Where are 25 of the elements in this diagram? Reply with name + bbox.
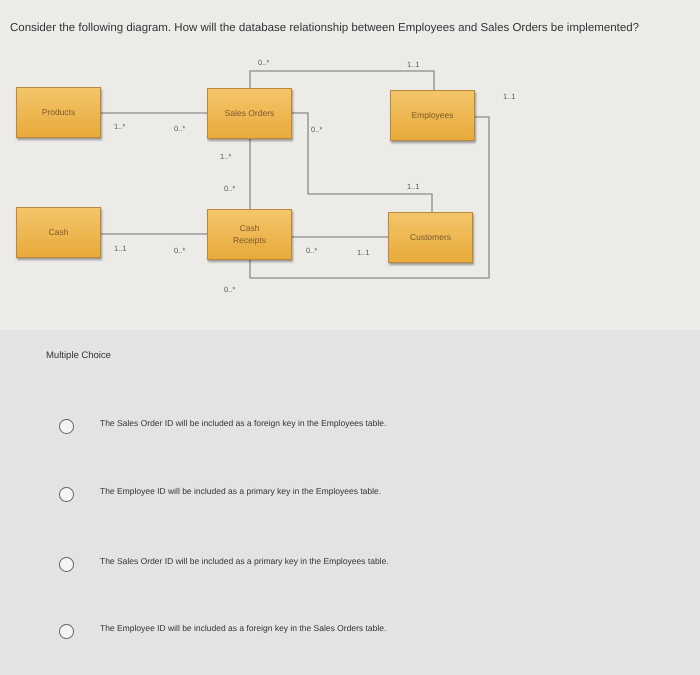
entity-box bbox=[207, 88, 292, 139]
entity-box bbox=[390, 90, 475, 141]
entity-name: Cash bbox=[48, 226, 70, 238]
relationship-line bbox=[292, 236, 388, 238]
entity-name: Products bbox=[40, 106, 76, 118]
relationship-line bbox=[249, 70, 435, 90]
relationship-line bbox=[249, 116, 490, 279]
answer-option: The Sales Order ID will be included as a foreign key in the Employees table. bbox=[100, 418, 386, 428]
relationship-line bbox=[249, 139, 251, 209]
question-text: Consider the following diagram. How will the database relationship between Employees and Sales Orders be implemented? bbox=[10, 22, 640, 34]
relationship-line bbox=[101, 112, 207, 114]
relationship-line bbox=[101, 233, 207, 235]
answer-option: The Employee ID will be included as a primary key in the Employees table. bbox=[100, 486, 382, 496]
entity-name: Customers bbox=[408, 232, 452, 244]
relationship-line bbox=[292, 112, 433, 212]
entity-name: Sales Orders bbox=[224, 108, 276, 120]
entity-box bbox=[16, 207, 101, 258]
entity-name: Cash Receipts bbox=[232, 223, 268, 246]
section-heading: Multiple Choice bbox=[46, 350, 111, 361]
answer-option: The Sales Order ID will be included as a primary key in the Employees table. bbox=[100, 556, 389, 566]
entity-box bbox=[388, 212, 473, 263]
entity-name: Employees bbox=[410, 110, 455, 122]
answer-option: The Employee ID will be included as a foreign key in the Sales Orders table. bbox=[100, 623, 386, 633]
entity-box bbox=[16, 87, 101, 138]
entity-box bbox=[207, 209, 292, 260]
